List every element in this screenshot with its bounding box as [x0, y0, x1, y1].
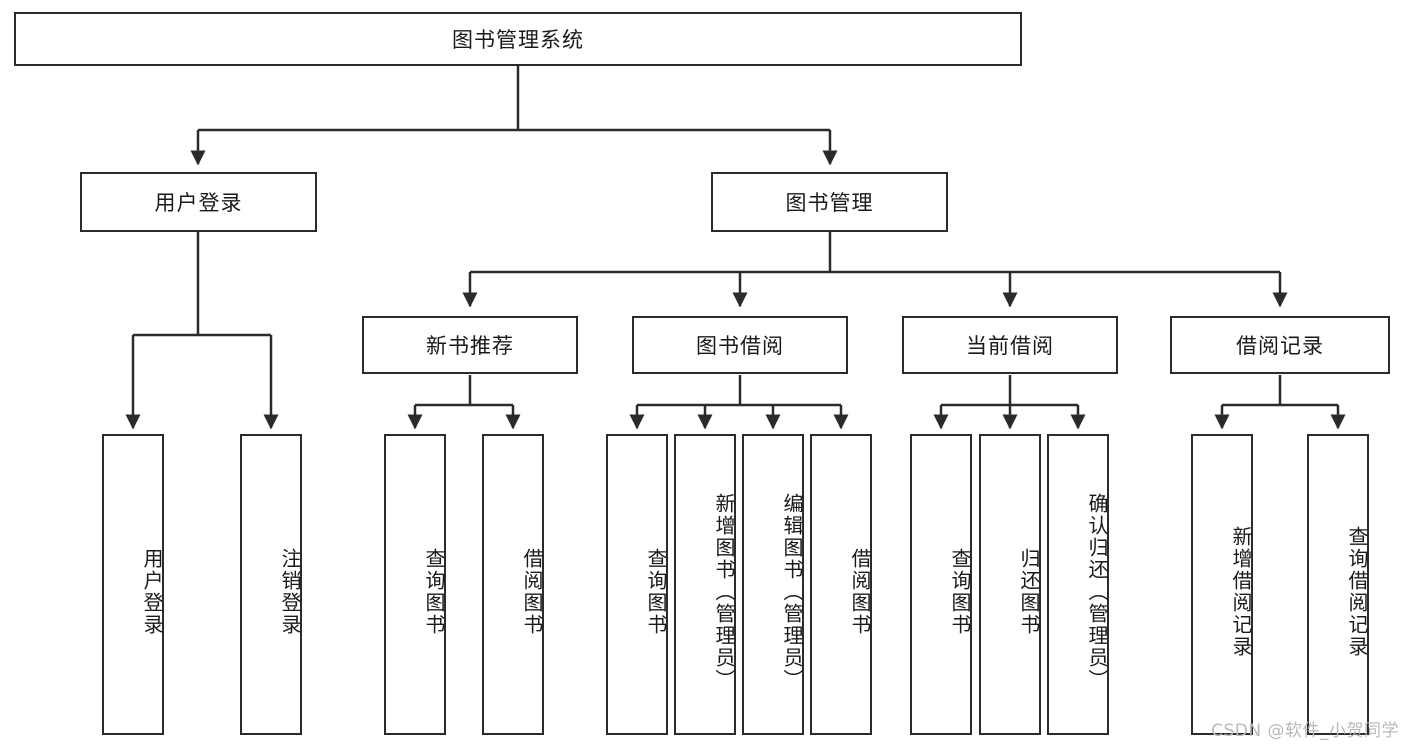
- node-label: 新书推荐: [426, 334, 514, 358]
- leaf-edit-book-admin[interactable]: 编辑图书（管理员）: [742, 434, 804, 735]
- leaf-query-books-current[interactable]: 查询图书: [910, 434, 972, 735]
- node-label: 当前借阅: [966, 334, 1054, 358]
- node-label: 归还图书: [1017, 547, 1041, 636]
- node-label: 用户登录: [154, 191, 243, 215]
- node-label: 借阅记录: [1236, 334, 1324, 358]
- node-user-login[interactable]: 用户登录: [80, 172, 317, 232]
- node-label: 注销登录: [278, 547, 302, 636]
- node-label: 图书管理系统: [452, 28, 584, 52]
- node-current-borrow[interactable]: 当前借阅: [902, 316, 1118, 374]
- leaf-add-book-admin[interactable]: 新增图书（管理员）: [674, 434, 736, 735]
- node-root[interactable]: 图书管理系统: [14, 12, 1022, 66]
- node-label: 查询借阅记录: [1345, 525, 1369, 658]
- node-label: 借阅图书: [520, 547, 544, 636]
- csdn-watermark: CSDN @软件_小贺同学: [1211, 721, 1399, 741]
- leaf-return-books[interactable]: 归还图书: [979, 434, 1041, 735]
- node-book-management[interactable]: 图书管理: [711, 172, 948, 232]
- leaf-query-books-borrow[interactable]: 查询图书: [606, 434, 668, 735]
- node-label: 查询图书: [422, 547, 446, 636]
- leaf-confirm-return-admin[interactable]: 确认归还（管理员）: [1047, 434, 1109, 735]
- leaf-query-books-recommend[interactable]: 查询图书: [384, 434, 446, 735]
- node-label: 新增图书（管理员）: [712, 492, 736, 691]
- node-borrow-record[interactable]: 借阅记录: [1170, 316, 1390, 374]
- node-book-borrow[interactable]: 图书借阅: [632, 316, 848, 374]
- node-label: 新增借阅记录: [1229, 525, 1253, 658]
- leaf-borrow-books-recommend[interactable]: 借阅图书: [482, 434, 544, 735]
- leaf-query-borrow-record[interactable]: 查询借阅记录: [1307, 434, 1369, 735]
- leaf-add-borrow-record[interactable]: 新增借阅记录: [1191, 434, 1253, 735]
- node-label: 编辑图书（管理员）: [780, 492, 804, 691]
- node-label: 确认归还（管理员）: [1085, 492, 1109, 691]
- leaf-logout[interactable]: 注销登录: [240, 434, 302, 735]
- node-label: 借阅图书: [848, 547, 872, 636]
- node-label: 用户登录: [140, 547, 164, 636]
- leaf-borrow-books[interactable]: 借阅图书: [810, 434, 872, 735]
- leaf-user-login[interactable]: 用户登录: [102, 434, 164, 735]
- node-new-book-recommend[interactable]: 新书推荐: [362, 316, 578, 374]
- node-label: 查询图书: [644, 547, 668, 636]
- node-label: 图书管理: [785, 191, 874, 215]
- node-label: 查询图书: [948, 547, 972, 636]
- node-label: 图书借阅: [696, 334, 784, 358]
